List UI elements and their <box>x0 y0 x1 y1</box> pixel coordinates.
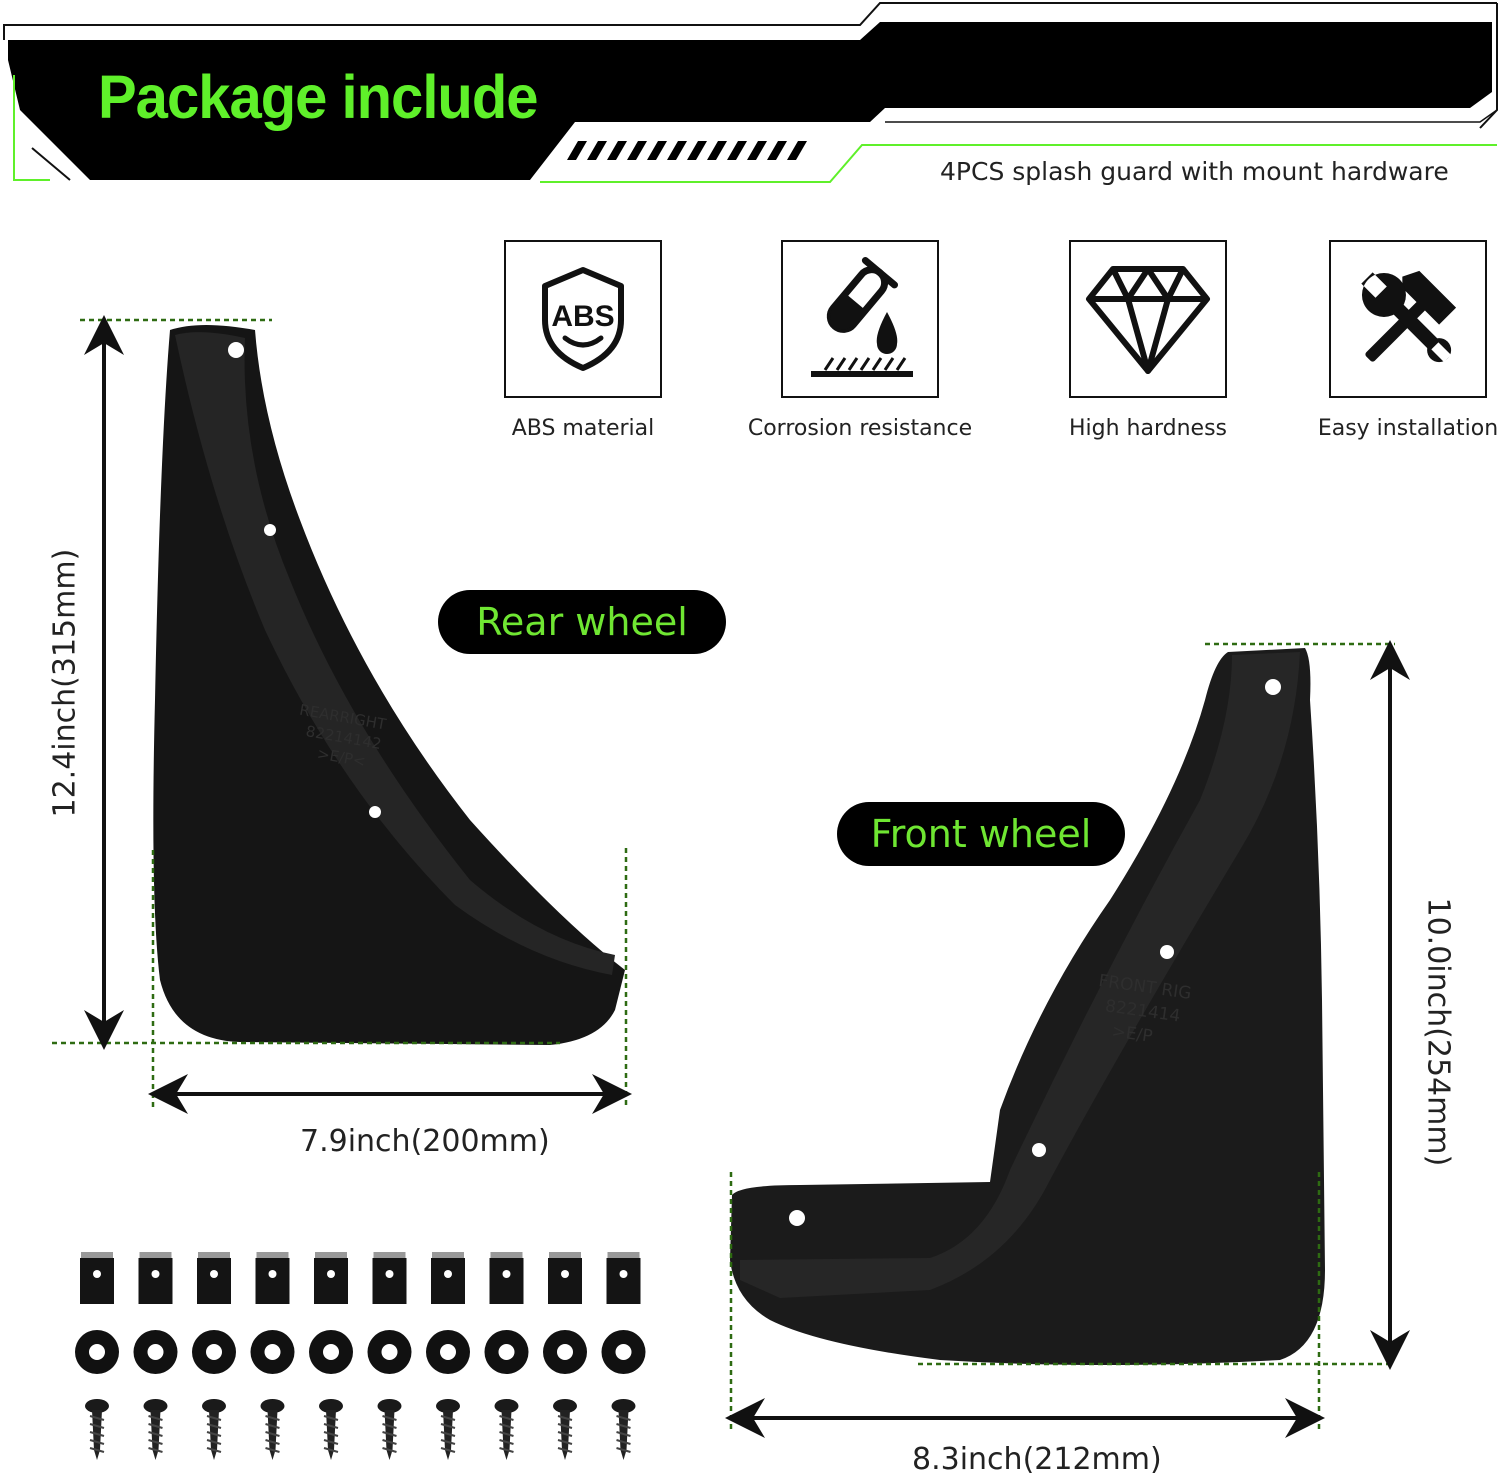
clip-nut <box>548 1252 582 1304</box>
mount-hardware <box>75 1252 646 1460</box>
mount-hole <box>264 524 276 536</box>
clip-nut <box>80 1252 114 1304</box>
rear-wheel-pill: Rear wheel <box>438 590 726 654</box>
washer <box>367 1330 412 1374</box>
clip-nut <box>489 1252 524 1304</box>
feature-label: Easy installation <box>1317 416 1499 441</box>
rear-height-label: 12.4inch(315mm) <box>47 548 83 818</box>
clip-nut <box>197 1252 231 1304</box>
screw <box>494 1399 519 1460</box>
front-width-label: 8.3inch(212mm) <box>912 1442 1162 1477</box>
washer <box>75 1330 119 1374</box>
rear-width-label: 7.9inch(200mm) <box>300 1124 550 1159</box>
screw <box>611 1399 636 1460</box>
screw <box>436 1399 460 1460</box>
screw <box>377 1399 402 1460</box>
mount-hole <box>369 806 381 818</box>
clip-nut <box>314 1252 348 1304</box>
feature-installation: Easy installation <box>1288 240 1500 441</box>
clip-nut <box>431 1252 465 1304</box>
rear-dimensions <box>52 315 632 1114</box>
abs-shield-icon: ABS <box>542 267 624 371</box>
clip-nut <box>606 1252 641 1304</box>
feature-label: High hardness <box>1068 416 1227 441</box>
feature-label: ABS material <box>511 416 655 441</box>
screw <box>85 1399 109 1460</box>
rear-mud-flap: REARRIGHT 82214142 >E/P< <box>153 325 626 1045</box>
feature-corrosion: Corrosion resistance <box>740 240 980 441</box>
washer <box>250 1330 295 1374</box>
mount-hole <box>789 1210 805 1226</box>
front-dimensions <box>725 640 1410 1438</box>
feature-box: ABS <box>504 240 662 398</box>
front-height-label: 10.0inch(254mm) <box>1420 897 1456 1167</box>
feature-box <box>781 240 939 398</box>
mount-hole <box>228 342 244 358</box>
clip-nut <box>138 1252 173 1304</box>
feature-label: Corrosion resistance <box>747 416 973 441</box>
page-title: Package include <box>98 63 539 132</box>
front-wheel-pill: Front wheel <box>837 802 1125 866</box>
washer <box>133 1330 178 1374</box>
mount-hole <box>1265 679 1281 695</box>
header-banner <box>3 2 1498 183</box>
mount-hole <box>1032 1143 1046 1157</box>
front-mud-flap: FRONT RIG 8221414 >E/P <box>730 648 1325 1365</box>
clip-nut <box>372 1252 407 1304</box>
screw <box>143 1399 168 1460</box>
screw <box>553 1399 577 1460</box>
feature-abs: ABS ABS material <box>463 240 703 441</box>
screw <box>202 1399 226 1460</box>
clip-nut <box>255 1252 290 1304</box>
washer <box>543 1330 587 1374</box>
washer <box>192 1330 236 1374</box>
washer <box>426 1330 470 1374</box>
corrosion-drop-icon <box>811 257 913 377</box>
abs-badge-text: ABS <box>551 300 614 333</box>
feature-box <box>1069 240 1227 398</box>
feature-box <box>1329 240 1487 398</box>
feature-hardness: High hardness <box>1028 240 1268 441</box>
screw <box>319 1399 343 1460</box>
washer <box>484 1330 529 1374</box>
tools-icon <box>1361 270 1457 363</box>
washer <box>309 1330 353 1374</box>
diamond-icon <box>1086 266 1210 374</box>
mount-hole <box>1160 945 1174 959</box>
screw <box>260 1399 285 1460</box>
package-subtitle: 4PCS splash guard with mount hardware <box>940 157 1449 186</box>
washer <box>601 1330 646 1374</box>
